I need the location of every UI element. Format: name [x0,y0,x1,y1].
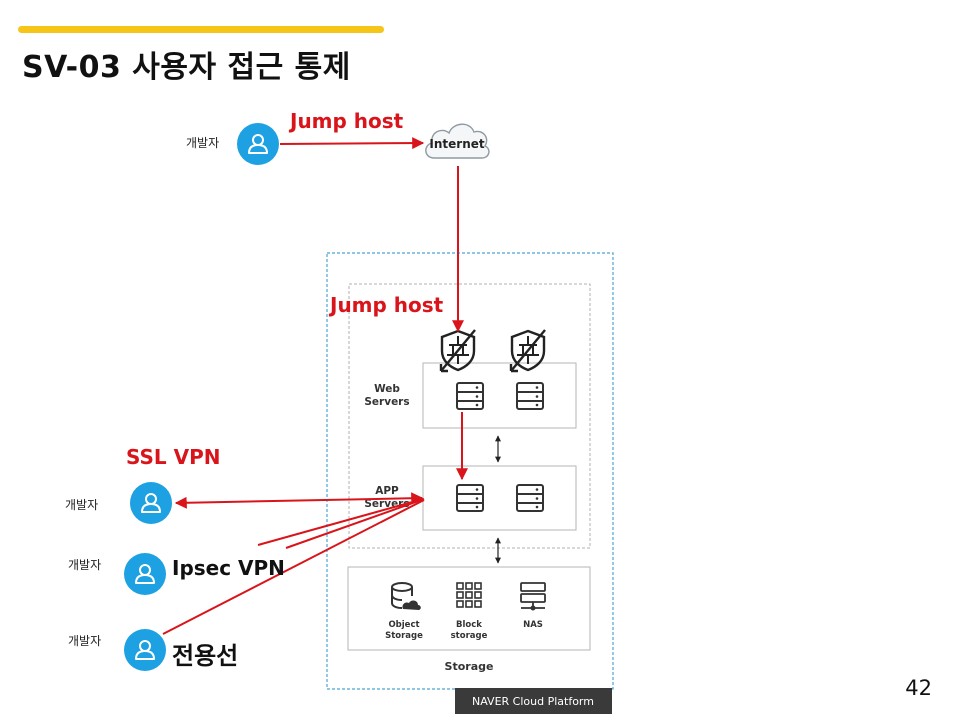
jump-host-to-internet-arrow [279,137,425,150]
nas-label: NAS [523,620,543,630]
app-tier-label-line1: APP [375,485,399,497]
developer-label: 개발자 [68,558,101,572]
page-number: 42 [905,676,932,700]
storage-title: Storage [445,660,494,673]
block-storage-label-line1: Block [456,620,482,630]
object-storage-label-line1: Object [388,620,419,630]
app-tier-box [422,465,577,531]
ipsec-vpn-label: Ipsec VPN [172,556,285,580]
storage-box [347,566,591,651]
object-storage-icon [391,582,421,610]
developer-label: 개발자 [68,634,101,648]
dedicated-line-link [162,499,425,635]
web-tier-label-line2: Servers [364,396,409,408]
object-storage-label-line2: Storage [385,631,423,641]
internet-label: Internet [429,137,484,151]
platform-badge-label: NAVER Cloud Platform [472,695,594,708]
dedicated-line-label: 전용선 [172,642,238,670]
block-storage-label-line2: storage [451,631,488,641]
web-tier-box [422,362,577,429]
nas-icon [520,582,546,611]
vpc-region-border [348,283,591,549]
page-title: SV-03 사용자 접근 통제 [22,50,351,85]
ipsec-vpn-link-upper [257,498,424,546]
title-accent-bar [18,26,384,33]
developer-label: 개발자 [65,498,98,512]
web-tier-label-line1: Web [374,383,400,395]
ipsec-vpn-link-lower [285,498,425,549]
block-storage-icon [456,582,482,608]
developer-label: 개발자 [186,136,219,150]
platform-badge [455,688,612,714]
internet-cloud-icon [425,123,490,159]
ssl-vpn-label: SSL VPN [126,445,221,469]
jump-host-label-mid: Jump host [328,293,444,317]
jump-host-label-top: Jump host [288,109,404,133]
ssl-vpn-arrow [174,492,424,509]
